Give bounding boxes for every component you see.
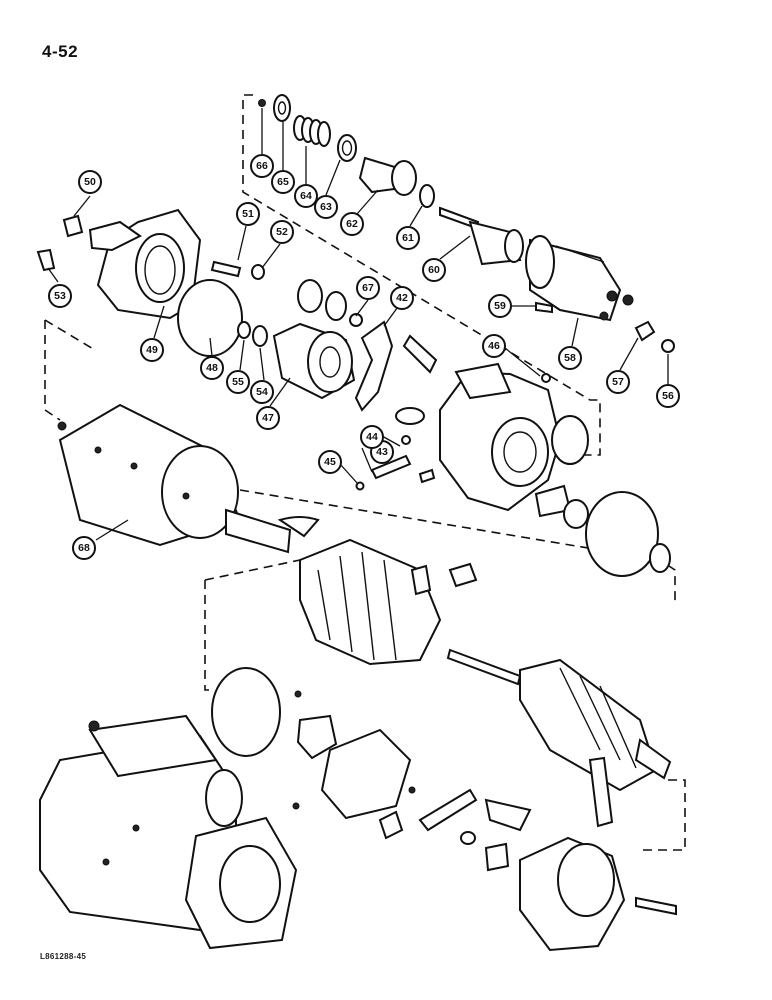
armature bbox=[446, 648, 672, 792]
drive-assembly bbox=[237, 279, 438, 491]
callout-label: 52 bbox=[276, 226, 288, 238]
commutator-end-housing bbox=[519, 836, 677, 952]
callout-47: 47 bbox=[256, 406, 280, 430]
callout-label: 62 bbox=[346, 218, 358, 230]
callout-64: 64 bbox=[294, 184, 318, 208]
brush-holder bbox=[211, 667, 614, 872]
field-coil-assembly bbox=[299, 538, 478, 666]
callout-label: 68 bbox=[78, 542, 90, 554]
callout-label: 60 bbox=[428, 264, 440, 276]
gear-housing bbox=[439, 362, 671, 577]
callout-48: 48 bbox=[200, 356, 224, 380]
leader-lines bbox=[47, 108, 669, 541]
callout-label: 43 bbox=[376, 446, 388, 458]
callout-60: 60 bbox=[422, 258, 446, 282]
callout-label: 57 bbox=[612, 376, 624, 388]
callout-label: 67 bbox=[362, 282, 374, 294]
field-frame bbox=[57, 403, 320, 554]
callout-label: 54 bbox=[256, 386, 268, 398]
callout-label: 51 bbox=[242, 208, 254, 220]
callout-61: 61 bbox=[396, 226, 420, 250]
callout-label: 49 bbox=[146, 344, 158, 356]
callout-51: 51 bbox=[236, 202, 260, 226]
callout-63: 63 bbox=[314, 195, 338, 219]
callout-52: 52 bbox=[270, 220, 294, 244]
callout-label: 66 bbox=[256, 160, 268, 172]
callout-label: 61 bbox=[402, 232, 414, 244]
callout-label: 47 bbox=[262, 412, 274, 424]
callout-label: 53 bbox=[54, 290, 66, 302]
solenoid bbox=[525, 235, 675, 353]
plunger-stack bbox=[258, 94, 524, 266]
callout-62: 62 bbox=[340, 212, 364, 236]
page-number: 4-52 bbox=[42, 42, 79, 61]
callout-54: 54 bbox=[250, 380, 274, 404]
callout-49: 49 bbox=[140, 338, 164, 362]
callout-label: 58 bbox=[564, 352, 576, 364]
callout-53: 53 bbox=[48, 284, 72, 308]
callout-58: 58 bbox=[558, 346, 582, 370]
callout-67: 67 bbox=[356, 276, 380, 300]
callout-50: 50 bbox=[78, 170, 102, 194]
callout-label: 63 bbox=[320, 201, 332, 213]
callout-label: 55 bbox=[232, 376, 244, 388]
callout-label: 42 bbox=[396, 292, 408, 304]
assembly-dashed-lines bbox=[44, 94, 686, 851]
callout-label: 56 bbox=[662, 390, 674, 402]
callout-65: 65 bbox=[271, 170, 295, 194]
callout-68: 68 bbox=[72, 536, 96, 560]
callout-label: 64 bbox=[300, 190, 312, 202]
assembled-starter bbox=[39, 714, 298, 950]
drive-end-housing bbox=[36, 208, 265, 357]
callout-label: 45 bbox=[324, 456, 336, 468]
callout-59: 59 bbox=[488, 294, 512, 318]
callout-46: 46 bbox=[482, 334, 506, 358]
callout-56: 56 bbox=[656, 384, 680, 408]
callout-66: 66 bbox=[250, 154, 274, 178]
callout-45: 45 bbox=[318, 450, 342, 474]
callout-label: 46 bbox=[488, 340, 500, 352]
callout-label: 65 bbox=[277, 176, 289, 188]
callout-label: 44 bbox=[366, 431, 378, 443]
callout-label: 50 bbox=[84, 176, 96, 188]
callout-label: 59 bbox=[494, 300, 506, 312]
figure-code: L861288-45 bbox=[40, 952, 87, 961]
callout-44: 44 bbox=[360, 425, 384, 449]
callout-label: 48 bbox=[206, 362, 218, 374]
callout-55: 55 bbox=[226, 370, 250, 394]
callout-42: 42 bbox=[390, 286, 414, 310]
callout-57: 57 bbox=[606, 370, 630, 394]
